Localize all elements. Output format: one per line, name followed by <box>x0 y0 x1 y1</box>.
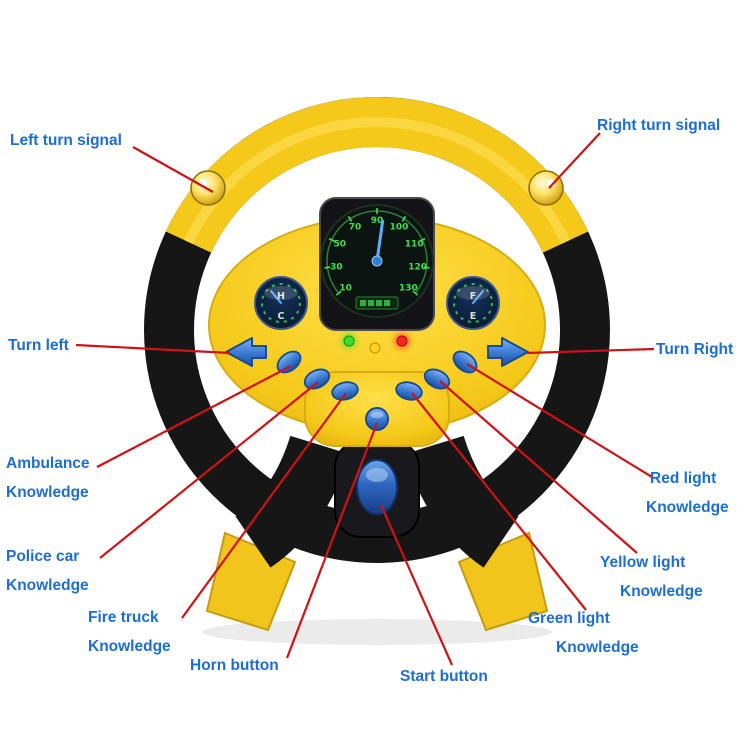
leader-green-light <box>411 392 587 611</box>
leader-horn <box>285 422 379 659</box>
leader-yellow-light <box>439 380 638 554</box>
label-turn-right: Turn Right <box>656 341 734 358</box>
label-ambulance-knowledge: Ambulance Knowledge <box>6 455 90 501</box>
temp-gauge-c-label: C <box>278 311 285 322</box>
leader-fire-truck <box>181 392 347 619</box>
speedometer-tick-label: 110 <box>405 240 424 250</box>
label-right-turn-signal: Right turn signal <box>597 117 721 134</box>
sound-buttons <box>276 350 478 401</box>
fuel-gauge: F E <box>446 276 500 330</box>
leader-start <box>379 504 454 666</box>
speedometer-tick-label: 120 <box>408 262 427 272</box>
leader-left-turn-signal <box>132 146 214 193</box>
lower-spokes <box>234 435 520 568</box>
start-button <box>356 459 398 515</box>
label-left-turn-signal: Left turn signal <box>10 132 122 149</box>
label-police-car-knowledge: Police car Knowledge <box>6 548 89 594</box>
odometer-lcd <box>355 296 399 310</box>
horn-button <box>365 407 389 431</box>
label-yellow-light-knowledge: Yellow light Knowledge <box>600 554 703 600</box>
label-horn-button: Horn button <box>190 657 279 674</box>
leader-turn-left <box>75 343 231 355</box>
leader-ambulance <box>96 365 292 468</box>
ground-shadow <box>202 619 552 645</box>
speedometer-tick-label: 90 <box>371 216 384 226</box>
speedometer-tick-label: 30 <box>330 262 343 272</box>
speedometer-tick-label: 130 <box>399 283 418 293</box>
speedometer-tick-label: 100 <box>390 222 409 232</box>
label-red-light-knowledge: Red light Knowledge <box>646 470 729 516</box>
leader-police-car <box>99 381 319 559</box>
temperature-gauge: H C <box>254 276 308 330</box>
police-car-sound-button <box>303 368 331 390</box>
turn-left-arrow-button <box>225 337 267 367</box>
label-start-button: Start button <box>400 668 488 685</box>
label-fire-truck-knowledge: Fire truck Knowledge <box>88 609 171 655</box>
green-led <box>343 335 355 347</box>
label-turn-left: Turn left <box>8 337 69 354</box>
indicator-leds <box>341 333 410 356</box>
leader-turn-right <box>526 347 655 355</box>
green-light-sound-button <box>395 381 423 401</box>
turn-right-arrow-button <box>487 337 529 367</box>
leader-lines <box>75 132 655 666</box>
leader-red-light <box>466 363 653 478</box>
right-turn-signal-light <box>528 170 564 206</box>
fire-truck-sound-button <box>331 381 359 401</box>
label-green-light-knowledge: Green light Knowledge <box>528 610 639 656</box>
speedometer-tick-label: 10 <box>339 283 352 293</box>
speedometer-tick-label: 70 <box>349 222 362 232</box>
speedometer-tick-label: 50 <box>334 240 347 250</box>
ambulance-sound-button <box>276 350 302 374</box>
leader-right-turn-signal <box>548 132 601 189</box>
yellow-led <box>369 342 381 354</box>
speedometer-needle <box>375 219 385 263</box>
temp-gauge-h-label: H <box>277 291 285 302</box>
fuel-gauge-f-label: F <box>470 291 477 302</box>
fuel-gauge-e-label: E <box>470 311 477 322</box>
red-led <box>396 335 408 347</box>
